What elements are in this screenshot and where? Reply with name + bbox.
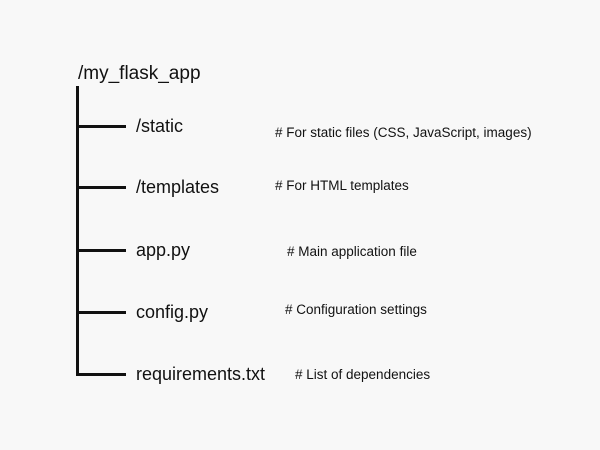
tree-comment-templates: # For HTML templates — [275, 178, 409, 193]
tree-node-static: /static — [136, 116, 184, 136]
tree-node-requirements-txt: requirements.txt — [136, 364, 266, 384]
tree-node-app-py: app.py — [136, 240, 191, 260]
tree-comment-app-py: # Main application file — [287, 244, 417, 259]
tree-node-config-py: config.py — [136, 302, 209, 322]
root-folder-label: /my_flask_app — [78, 63, 201, 84]
tree-branch-line-templates — [76, 186, 126, 189]
tree-node-templates: /templates — [136, 177, 220, 197]
tree-branch-line-app-py — [76, 249, 126, 252]
tree-comment-static: # For static files (CSS, JavaScript, ima… — [275, 125, 532, 140]
tree-comment-config-py: # Configuration settings — [285, 302, 427, 317]
tree-branch-line-config-py — [76, 311, 126, 314]
tree-branch-line-static — [76, 125, 126, 128]
tree-trunk-line — [76, 86, 79, 376]
tree-comment-requirements-txt: # List of dependencies — [295, 367, 431, 382]
tree-branch-line-requirements-txt — [76, 373, 126, 376]
